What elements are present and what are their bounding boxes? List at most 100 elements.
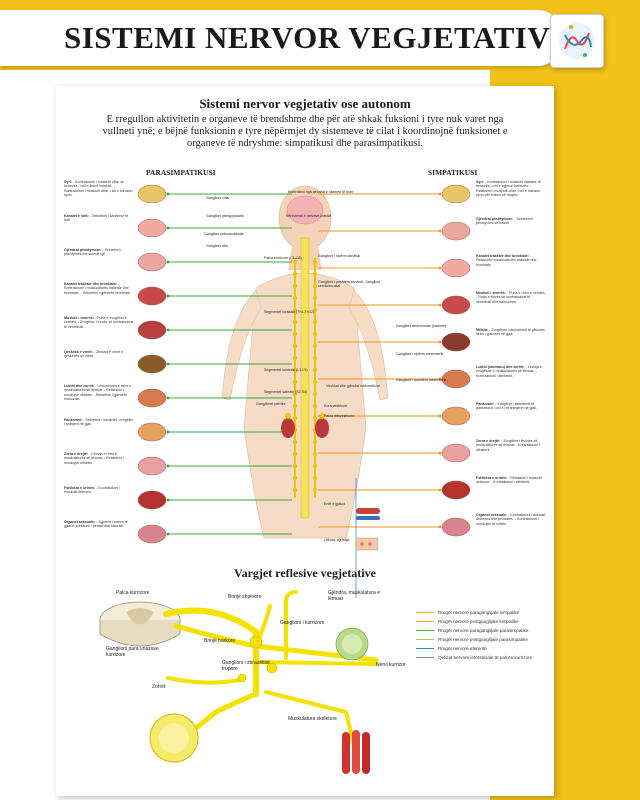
right-organ-desc-0: - Kontrakcioni i muskulit dilatator të b… (476, 180, 541, 198)
left-pathway-end-8 (166, 464, 170, 468)
right-organ-title-1: Gjëndrat pështymore: (476, 217, 514, 221)
nervous-system-diagram (137, 184, 471, 598)
ganglion-pelvic-label: Ganglionet pelvike (256, 402, 286, 406)
chain-node-right-3 (312, 295, 318, 301)
sympathetic-chain (294, 258, 316, 498)
legend-label-4: Rrugët nervore aferente (438, 646, 487, 651)
legend-swatch-3 (416, 638, 434, 641)
right-organ-icon-6 (441, 406, 471, 426)
kidney-label: Kora veshkore (324, 404, 348, 408)
chain-node-left-1 (292, 271, 298, 277)
gut-label: Zorrët (152, 684, 166, 690)
left-organ-title-1: Kanalet e lotit: (64, 214, 89, 218)
left-organ-desc-7: - Sekretimi i insulinës, zvogëlim i sheq… (64, 418, 134, 427)
left-organ-text-0: Syri: - Kontrakcioni i muskulit ciliar s… (64, 180, 134, 198)
left-organ-title-3: Kanalet trakeale dhe bronkiale: (64, 282, 118, 286)
gland-icon (335, 627, 369, 661)
chain-node-left-16 (292, 451, 298, 457)
legend-swatch-0 (416, 611, 434, 614)
title-strip (0, 10, 560, 66)
chain-node-left-19 (292, 487, 298, 493)
chain-node-left-17 (292, 463, 298, 469)
adrenal-label: Veshkat dhe gjëndra mbiveshkore (326, 384, 381, 388)
chain-node-left-5 (292, 319, 298, 325)
ganglion-pterigopalatin-label: Ganglioni pterigopalatin (206, 214, 244, 218)
left-organ-icon-1 (137, 218, 167, 238)
right-organ-icon-3 (441, 295, 471, 315)
sympathetic-heading: SIMPATIKUSI (428, 168, 478, 177)
right-organ-icon-9 (441, 517, 471, 537)
chain-node-left-11 (292, 391, 298, 397)
legend-item-5: Qelizat nervore intersticiale të palcës … (416, 655, 532, 660)
left-organ-title-4: Muskuli i zemrës: (64, 316, 94, 320)
left-organ-desc-9: - Kontrakcioni i muskulit detruzor (64, 486, 120, 495)
chain-node-right-2 (312, 283, 318, 289)
left-organ-text-3: Kanalet trakeale dhe bronkiale: - Kontra… (64, 282, 134, 295)
left-organ-desc-2: - Sekretimi i pështymës me shumë ujë (64, 248, 122, 257)
left-organ-icon-5 (137, 354, 167, 374)
chain-node-left-12 (292, 403, 298, 409)
ganglion-otik-label: Ganglioni otik (206, 244, 228, 248)
sympathetic-pathways (318, 192, 442, 598)
left-organ-desc-6: - Lëvizshmëri e rritur e muskulaturës së… (64, 384, 132, 402)
intramural-ganglion-label: Ganglioni i zbrazëtisë trupore (222, 660, 270, 672)
spinal-cord-cylinder (99, 601, 181, 647)
legend-item-3: Rrugët nervore postganglijale parasimpat… (416, 637, 528, 642)
right-pathway-end-6 (438, 414, 442, 418)
adrenal-medulla-label: Palca mbiveshkore (324, 414, 355, 418)
left-pathway-end-7 (166, 430, 170, 434)
left-organ-title-7: Pankreasi: (64, 418, 83, 422)
left-organ-icon-6 (137, 388, 167, 408)
left-organ-desc-1: - Sekretimi i kanaleve të lotit (64, 214, 129, 223)
skin-label: Lëkura: djersitja (324, 538, 350, 542)
right-organ-title-6: Pankreasi: (476, 402, 495, 406)
chain-node-right-12 (312, 403, 318, 409)
right-organ-title-5: Lukthi (stomaku) dhe zorrët: (476, 365, 525, 369)
brain-shape (286, 195, 324, 225)
left-organ-text-6: Lukthi dhe zorrët: - Lëvizshmëri e rritu… (64, 384, 134, 402)
left-organ-text-7: Pankreasi: - Sekretimi i insulinës, zvog… (64, 418, 134, 427)
ganglion-submandibular-label: Ganglioni submandibular (204, 232, 244, 236)
left-organ-icon-9 (137, 490, 167, 510)
right-organ-text-5: Lukthi (stomaku) dhe zorrët: - Lëvizja e… (476, 365, 546, 378)
left-organ-icon-4 (137, 320, 167, 340)
chain-node-right-17 (312, 463, 318, 469)
chain-node-right-13 (312, 415, 318, 421)
left-pathway-end-10 (166, 532, 170, 536)
spinal-nerve-label: Nervi kurrizor (376, 662, 406, 668)
right-organ-desc-1: - Sekretimi i pështymës së trashë (476, 217, 534, 226)
legend-item-1: Rrugët nervore postganglijale simpatike (416, 619, 519, 624)
ganglion-mez-inf-label: Ganglioni i poshtëm mezenterik (396, 378, 447, 382)
left-organ-text-8: Zorra e drejtë: - Lëvizja e rritur e mus… (64, 452, 134, 465)
blood-label: Enët e gjakut (324, 502, 345, 506)
muscle-label: Muskulatura skeletore (288, 716, 337, 722)
chain-node-right-10 (312, 379, 318, 385)
left-organ-title-8: Zorra e drejtë: (64, 452, 89, 456)
right-organ-icon-5 (441, 369, 471, 389)
right-pathway-end-8 (438, 488, 442, 492)
legend-swatch-4 (416, 647, 434, 650)
left-organ-text-10: Organet seksuale: - Zgjerimi i enëve të … (64, 520, 134, 529)
left-organ-icon-10 (137, 524, 167, 544)
right-organ-title-8: Fshikëza e urinës: (476, 476, 508, 480)
right-organ-desc-2: - Relaksimi i muskulaturës trakeale dhe … (476, 254, 537, 267)
chain-node-left-3 (292, 295, 298, 301)
right-organ-desc-4: - Zvogëlimi i depozitimit të glikozës, l… (476, 328, 546, 337)
right-pathway-end-0 (438, 192, 442, 196)
right-pathway-end-9 (438, 525, 442, 529)
chain-node-left-6 (292, 331, 298, 337)
ventral-root-label: Brinjë barkore (204, 638, 236, 644)
brainstem-label: Bërthamat e nervave kranial (286, 214, 331, 218)
chain-node-left-7 (292, 343, 298, 349)
left-organ-icons (137, 184, 167, 544)
left-organ-icon-2 (137, 252, 167, 272)
legend-item-2: Rrugët nervore paraganglijale parasimpat… (416, 628, 528, 633)
right-organ-icon-1 (441, 221, 471, 241)
left-pathway-end-3 (166, 294, 170, 298)
chain-node-left-10 (292, 379, 298, 385)
left-organ-desc-5: - Zbrazja e vrerit e qeskëzës së vrerit (64, 350, 123, 359)
left-organ-icon-0 (137, 184, 167, 204)
skin-icon (355, 537, 379, 551)
brain-label: Kontrollimi nga qendrat e sistemit të tr… (288, 190, 354, 194)
